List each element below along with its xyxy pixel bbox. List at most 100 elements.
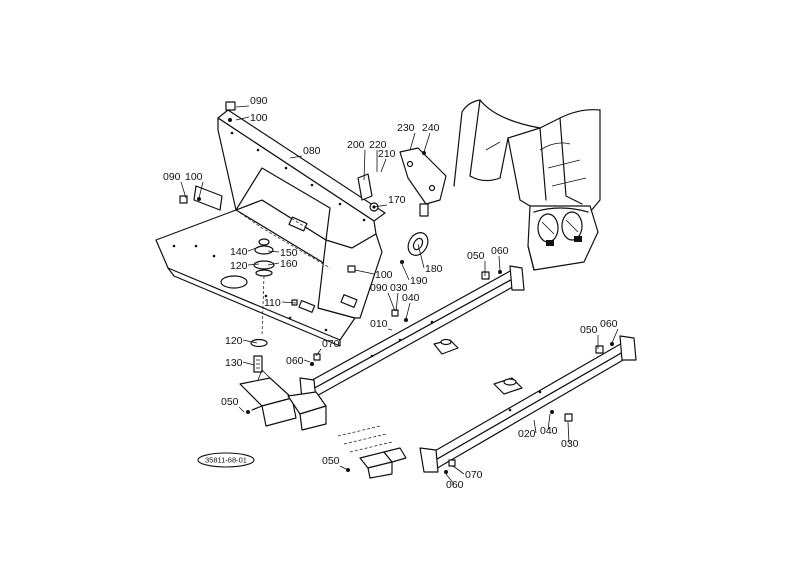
part-number-label: 100 [250,112,268,124]
part-number-label: 030 [390,282,408,294]
callout-c-100-mid: 100 [354,269,393,281]
callout-c-010: 010 [370,318,393,331]
callout-c-190: 190 [401,263,428,287]
callout-c-060-r: 060 [600,318,619,344]
callout-leader-line [611,328,619,344]
callout-c-240: 240 [422,122,440,153]
front-bracket-left [239,369,327,431]
callout-leader-line [339,465,347,470]
callout-c-040-mid: 040 [402,292,420,320]
callout-c-050-topr: 050 [467,250,486,276]
callout-leader-line [267,250,280,253]
part-number-label: 050 [467,250,485,262]
part-number-label: 170 [388,194,406,206]
frame-bolts [179,101,404,306]
callout-c-090-left: 090 [163,171,187,199]
callout-c-060-bot: 060 [445,473,464,491]
side-rail-010 [299,265,525,401]
callout-c-230: 230 [397,122,416,151]
callout-c-200: 200 [347,139,366,181]
part-number-label: 060 [286,355,304,367]
callout-c-030-low: 030 [561,421,579,450]
callout-leader-line [289,155,303,159]
callout-leader-line [267,262,280,266]
part-number-label: 130 [225,357,243,369]
part-number-label: 060 [491,245,509,257]
callout-leader-line [242,361,255,366]
callout-c-070-bot: 070 [452,465,483,481]
part-number-label: 120 [225,335,243,347]
callout-leader-line [395,292,399,312]
part-number-label: 100 [185,171,203,183]
callout-leader-line [445,473,455,485]
callout-leader-line [567,421,570,444]
callout-c-140: 140 [230,245,263,258]
part-number-label: 140 [230,246,248,258]
callout-leader-line [242,339,258,344]
callout-c-030-mid: 030 [390,282,408,312]
part-number-label: 090 [163,171,181,183]
part-number-label: 190 [410,275,428,287]
callout-c-070-mid: 070 [315,338,340,357]
callout-c-150: 150 [267,247,298,259]
part-number-label: 090 [250,95,268,107]
part-number-label: 180 [425,263,443,275]
callout-c-050-bot: 050 [322,455,347,470]
callout-leader-line [387,292,396,312]
part-number-label: 060 [446,479,464,491]
callout-c-020: 020 [518,419,537,440]
callout-c-100-top: 100 [235,112,268,124]
part-number-label: 020 [518,428,536,440]
front-bracket-bottom [337,425,407,479]
callout-leader-line [303,359,311,363]
part-number-label: 160 [280,258,298,270]
callout-leader-line [405,302,411,320]
callout-leader-line [247,263,260,266]
part-number-label: 040 [402,292,420,304]
callout-c-160: 160 [267,258,298,270]
part-number-label: 070 [322,338,340,350]
callout-leader-line [452,465,465,475]
part-number-label: 220 [369,139,387,151]
part-number-label: 090 [370,282,388,294]
callout-leader-line [547,413,551,431]
callout-leader-line [533,419,537,434]
part-number-label: 050 [322,455,340,467]
callout-c-110: 110 [264,297,297,309]
callout-c-090-top: 090 [235,95,268,108]
part-number-label: 080 [303,145,321,157]
part-number-label: 050 [580,324,598,336]
callout-leader-line [363,149,366,181]
callout-leader-line [198,181,204,199]
callout-c-180: 180 [417,243,443,275]
part-number-label: 070 [465,469,483,481]
callout-c-040-low: 040 [540,413,558,437]
callout-c-120-mid: 120 [230,260,260,272]
rear-frame-080 [155,109,386,347]
callout-leader-line [417,243,425,269]
rubber-mount-stack [250,238,275,373]
callout-leader-line [180,181,187,199]
callout-c-170: 170 [373,194,406,208]
callout-c-060-topr: 060 [491,245,509,271]
callout-leader-line [498,255,501,271]
callout-leader-line [315,348,322,357]
callout-c-060-mid: 060 [286,355,311,367]
tractor-body-outline [453,99,601,271]
callout-c-080: 080 [289,145,321,159]
part-number-label: 120 [230,260,248,272]
part-number-label: 210 [378,148,396,160]
callout-leader-line [235,116,250,121]
part-number-label: 030 [561,438,579,450]
callout-c-210: 210 [378,148,396,173]
callout-leader-line [235,105,250,108]
callout-c-220: 220 [369,139,387,172]
part-number-label: 100 [375,269,393,281]
bracket-230 [399,147,447,217]
callout-c-050-left: 050 [221,396,245,413]
part-number-label: 150 [280,247,298,259]
part-number-label: 110 [264,297,281,309]
callout-leader-line [281,301,297,304]
